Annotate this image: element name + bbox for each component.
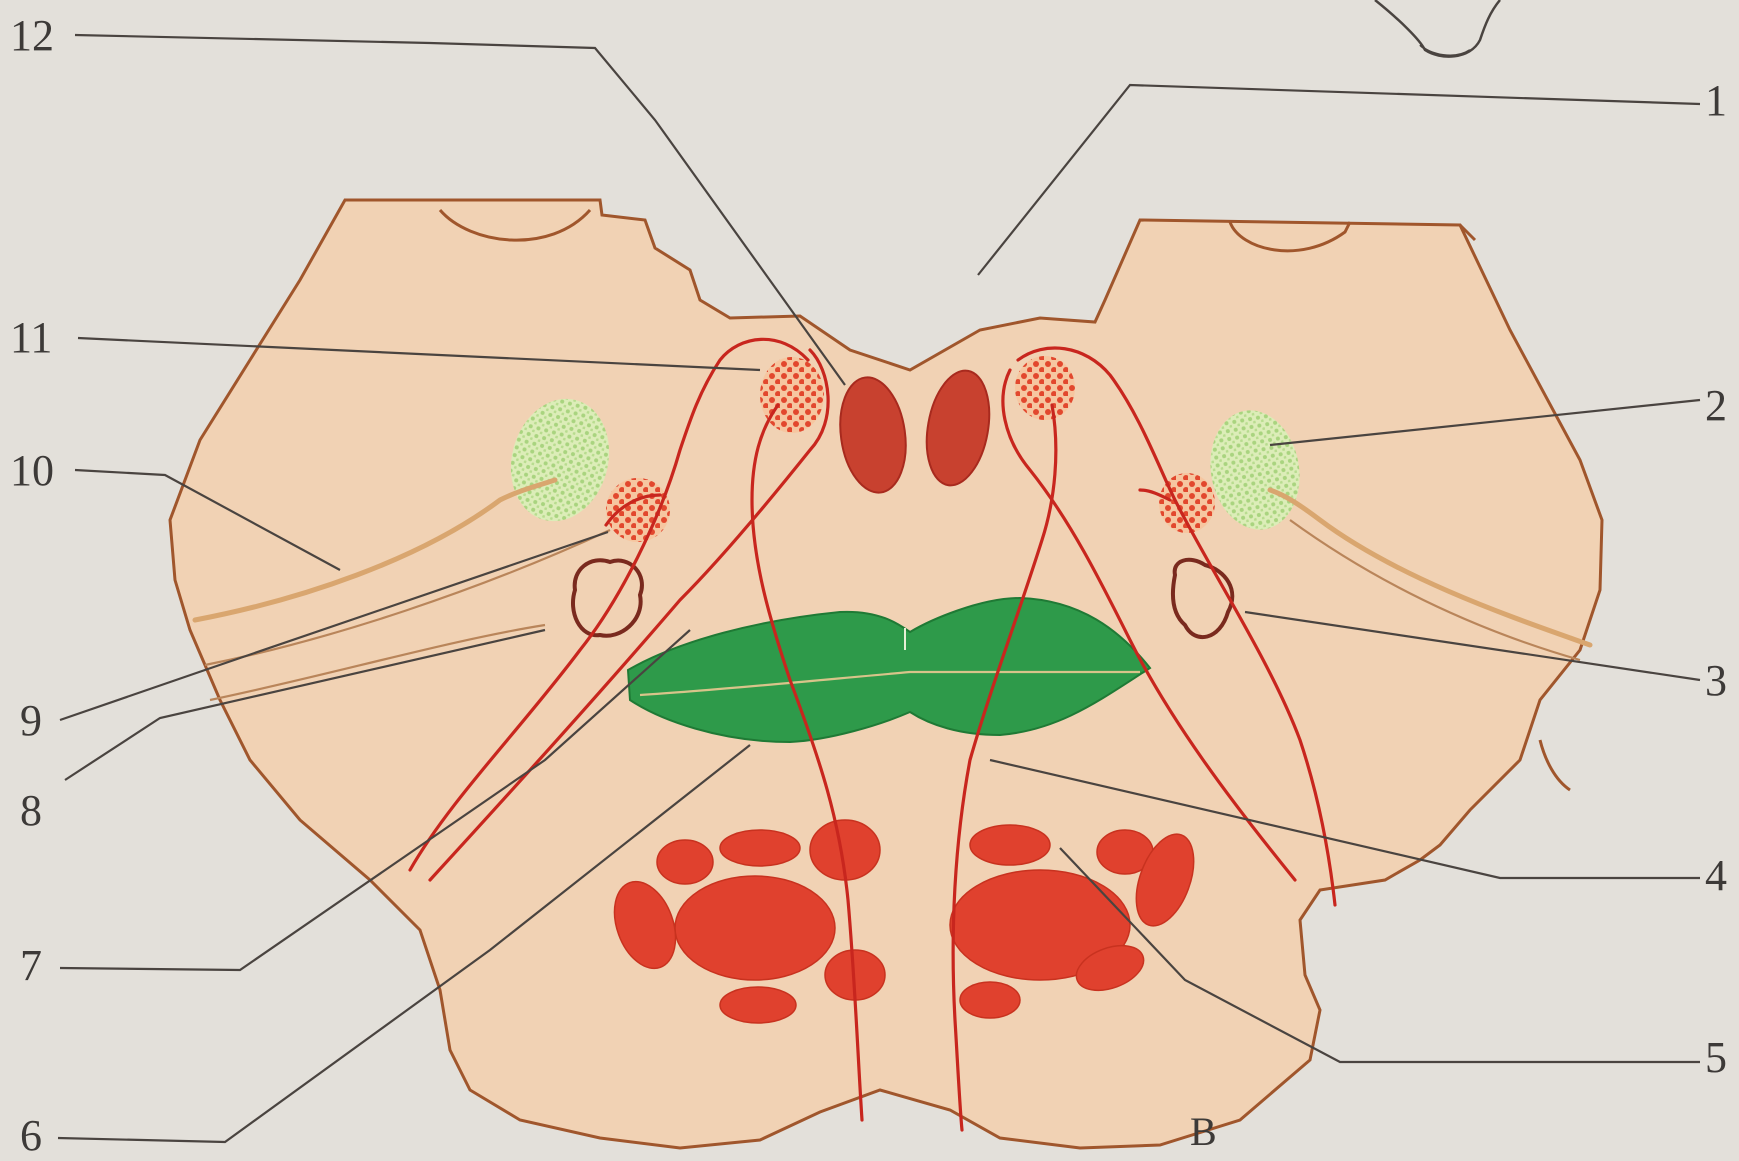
label-5: 5	[1705, 1032, 1727, 1083]
label-2: 2	[1705, 380, 1727, 431]
label-7: 7	[20, 940, 42, 991]
label-4: 4	[1705, 850, 1727, 901]
label-10: 10	[10, 445, 54, 496]
label-1: 1	[1705, 75, 1727, 126]
top-right-inset-curve	[1420, 45, 1470, 55]
top-right-inset-outline	[1375, 0, 1500, 57]
label-3: 3	[1705, 655, 1727, 706]
label-12: 12	[10, 10, 54, 61]
label-8: 8	[20, 785, 42, 836]
label-6: 6	[20, 1110, 42, 1161]
label-11: 11	[10, 312, 52, 363]
label-9: 9	[20, 695, 42, 746]
right-dotted-nucleus-upper	[1015, 356, 1075, 420]
panel-letter: B	[1190, 1108, 1217, 1155]
